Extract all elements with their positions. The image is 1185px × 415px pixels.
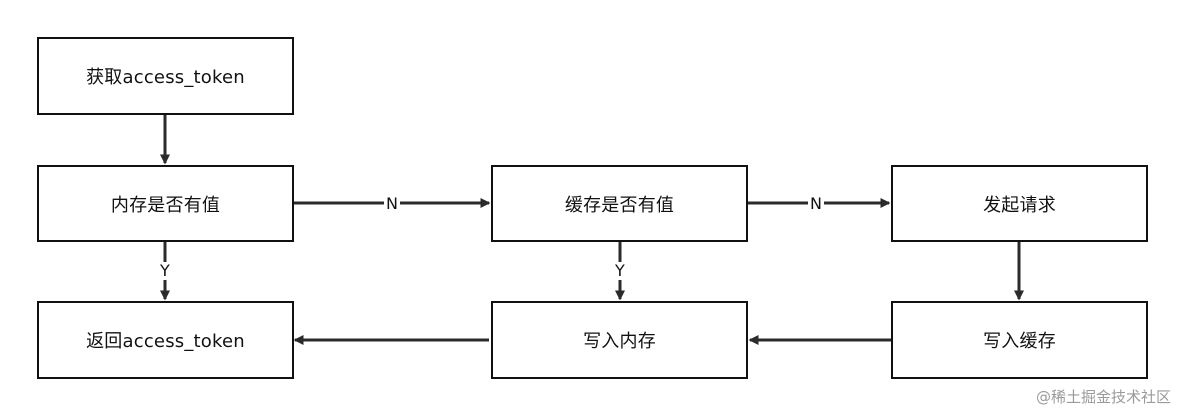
- node-cache-check-label: 缓存是否有值: [564, 194, 675, 216]
- node-write-cache: 写入缓存: [891, 301, 1148, 379]
- node-write-memory-label: 写入内存: [583, 331, 656, 352]
- watermark-text: @稀土掘金技术社区: [1035, 388, 1171, 406]
- edge-label-memory-no: N: [384, 194, 400, 213]
- node-memory-check: 内存是否有值: [37, 165, 294, 242]
- node-return-token-label: 返回access_token: [86, 331, 245, 352]
- node-memory-check-label: 内存是否有值: [110, 194, 221, 216]
- node-write-cache-label: 写入缓存: [983, 331, 1056, 352]
- node-get-token-label: 获取access_token: [86, 67, 245, 88]
- node-send-request: 发起请求: [891, 165, 1148, 242]
- node-cache-check: 缓存是否有值: [491, 165, 748, 242]
- node-return-token: 返回access_token: [37, 301, 294, 379]
- edge-label-cache-yes: Y: [613, 261, 627, 280]
- edge-label-memory-yes: Y: [158, 261, 172, 280]
- node-get-token: 获取access_token: [37, 37, 294, 115]
- node-write-memory: 写入内存: [491, 301, 748, 379]
- edge-label-cache-no: N: [808, 194, 824, 213]
- node-send-request-label: 发起请求: [983, 194, 1056, 216]
